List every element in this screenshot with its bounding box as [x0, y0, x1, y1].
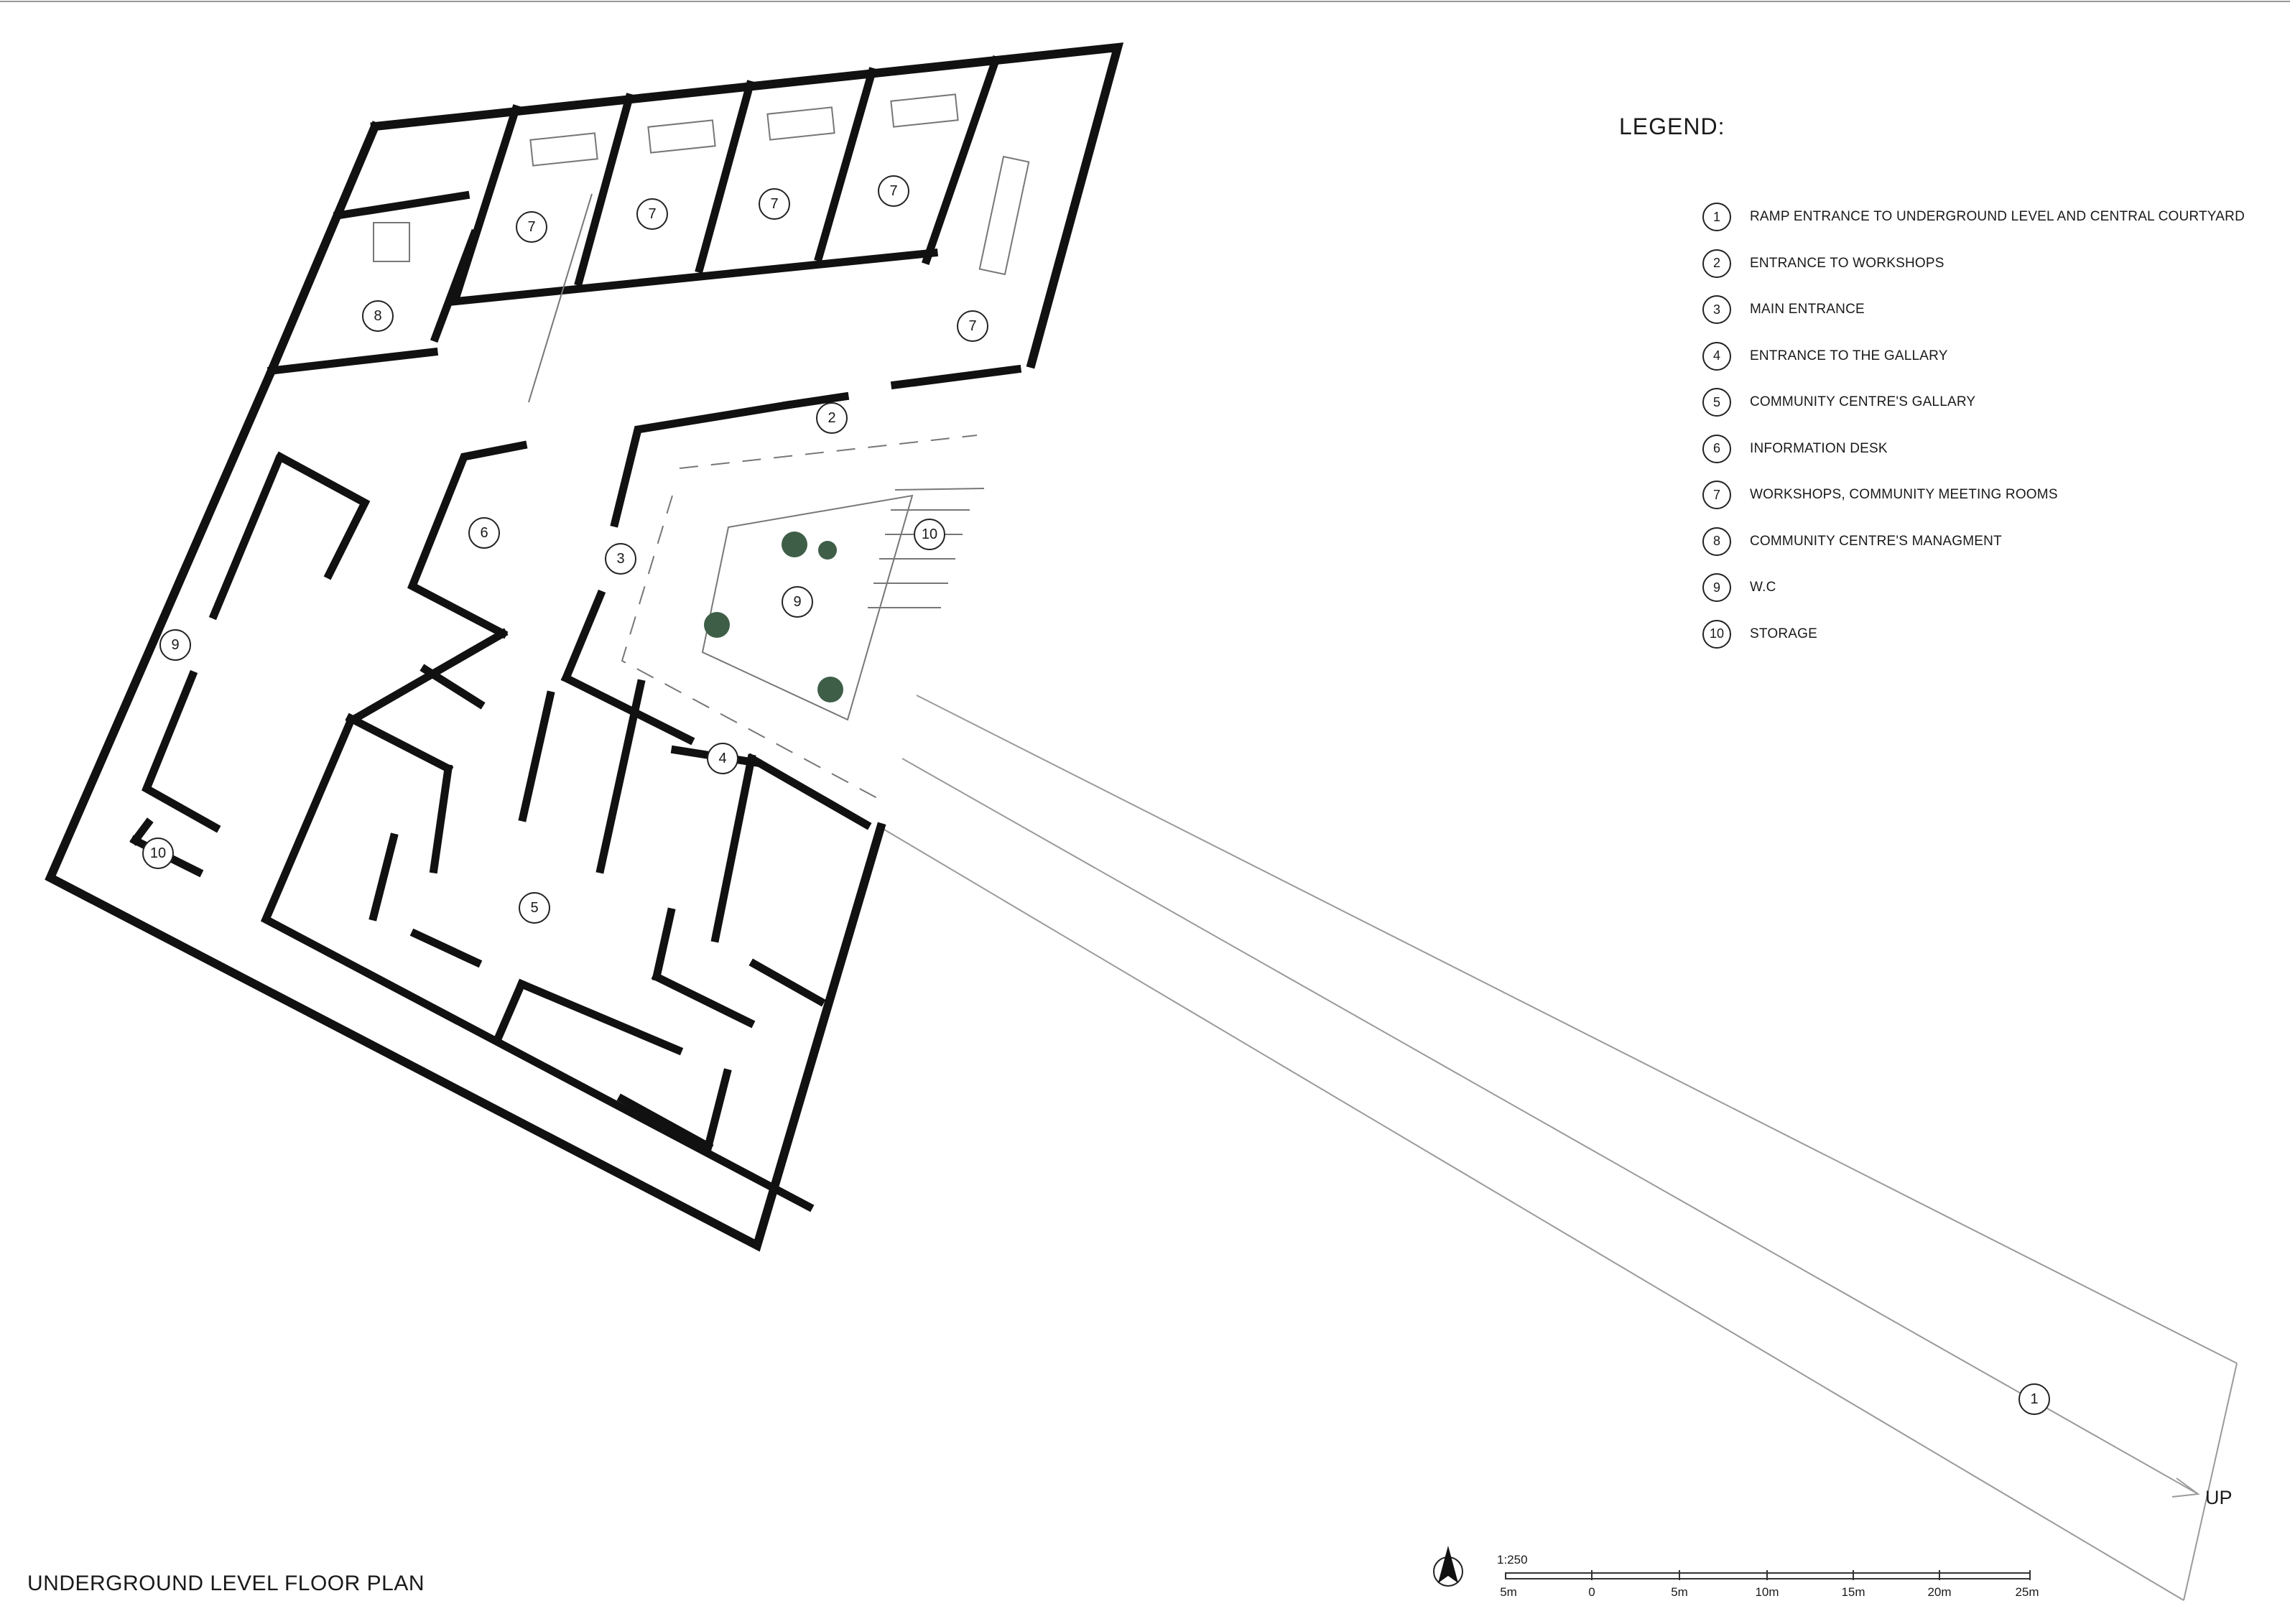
scale-tick-label: 25m	[2015, 1585, 2039, 1599]
room-label: 4	[707, 743, 738, 774]
workshop-furniture	[373, 93, 1030, 276]
legend-item: 9 W.C	[1702, 565, 2245, 611]
legend-item: 8 COMMUNITY CENTRE'S MANAGMENT	[1702, 519, 2245, 565]
legend-number: 6	[1702, 434, 1731, 463]
room-label: 7	[957, 310, 988, 342]
outer-walls	[45, 42, 1124, 1252]
room-label: 8	[362, 300, 394, 332]
legend-number: 7	[1702, 481, 1731, 510]
legend-number: 8	[1702, 526, 1731, 556]
scale-tick-label: 5m	[1500, 1585, 1517, 1599]
legend-text: COMMUNITY CENTRE'S GALLARY	[1750, 394, 1976, 410]
legend-text: RAMP ENTRANCE TO UNDERGROUND LEVEL AND C…	[1750, 209, 2245, 225]
legend-number: 4	[1702, 341, 1731, 371]
legend-text: ENTRANCE TO THE GALLARY	[1750, 348, 1948, 363]
ramp-direction-label: UP	[2205, 1487, 2233, 1508]
legend-number: 3	[1702, 295, 1731, 325]
scale-tick-label: 15m	[1841, 1585, 1865, 1599]
legend-text: WORKSHOPS, COMMUNITY MEETING ROOMS	[1750, 487, 2058, 503]
north-arrow-icon	[1433, 1546, 1463, 1587]
room-label: 9	[159, 629, 191, 661]
room-label: 7	[516, 211, 547, 243]
legend-list: 1 RAMP ENTRANCE TO UNDERGROUND LEVEL AND…	[1702, 194, 2245, 657]
legend-number: 2	[1702, 249, 1731, 278]
legend-item: 3 MAIN ENTRANCE	[1702, 287, 2245, 333]
room-label: 1	[2018, 1383, 2050, 1415]
legend-item: 7 WORKSHOPS, COMMUNITY MEETING ROOMS	[1702, 472, 2245, 519]
scale-tick-label: 20m	[1927, 1585, 1952, 1599]
courtyard-trees	[704, 532, 843, 702]
legend-item: 10 STORAGE	[1702, 611, 2245, 658]
room-label: 10	[142, 837, 174, 869]
legend-item: 1 RAMP ENTRANCE TO UNDERGROUND LEVEL AND…	[1702, 194, 2245, 241]
interior-walls	[129, 55, 1022, 1212]
legend-text: COMMUNITY CENTRE'S MANAGMENT	[1750, 533, 2002, 549]
room-label: 2	[816, 402, 848, 434]
room-label: 10	[914, 519, 945, 550]
legend-item: 5 COMMUNITY CENTRE'S GALLARY	[1702, 379, 2245, 426]
scale-tick-label: 5m	[1671, 1585, 1688, 1599]
legend-text: STORAGE	[1750, 626, 1817, 641]
ramp	[880, 695, 2238, 1601]
scale-tick-label: 10m	[1755, 1585, 1779, 1599]
room-label: 5	[519, 892, 550, 924]
plan-title: UNDERGROUND LEVEL FLOOR PLAN	[27, 1572, 425, 1595]
legend-text: ENTRANCE TO WORKSHOPS	[1750, 255, 1944, 271]
legend-number: 1	[1702, 203, 1731, 232]
legend-item: 4 ENTRANCE TO THE GALLARY	[1702, 333, 2245, 380]
room-label: 9	[782, 586, 813, 618]
legend-text: W.C	[1750, 580, 1776, 595]
room-label: 6	[468, 517, 500, 549]
room-label: 7	[878, 175, 909, 207]
room-label: 3	[605, 543, 636, 575]
legend-item: 6 INFORMATION DESK	[1702, 426, 2245, 473]
legend-number: 10	[1702, 619, 1731, 649]
legend-text: MAIN ENTRANCE	[1750, 302, 1865, 317]
legend-number: 5	[1702, 388, 1731, 417]
room-label: 7	[636, 198, 668, 230]
scale-bar	[1505, 1570, 2031, 1580]
legend-text: INFORMATION DESK	[1750, 440, 1888, 456]
scale-tick-label: 0	[1588, 1585, 1595, 1599]
scale-ratio: 1:250	[1497, 1553, 1528, 1567]
room-label: 7	[759, 188, 790, 220]
legend-heading: LEGEND:	[1619, 113, 1725, 139]
legend-item: 2 ENTRANCE TO WORKSHOPS	[1702, 241, 2245, 287]
legend-number: 9	[1702, 573, 1731, 603]
